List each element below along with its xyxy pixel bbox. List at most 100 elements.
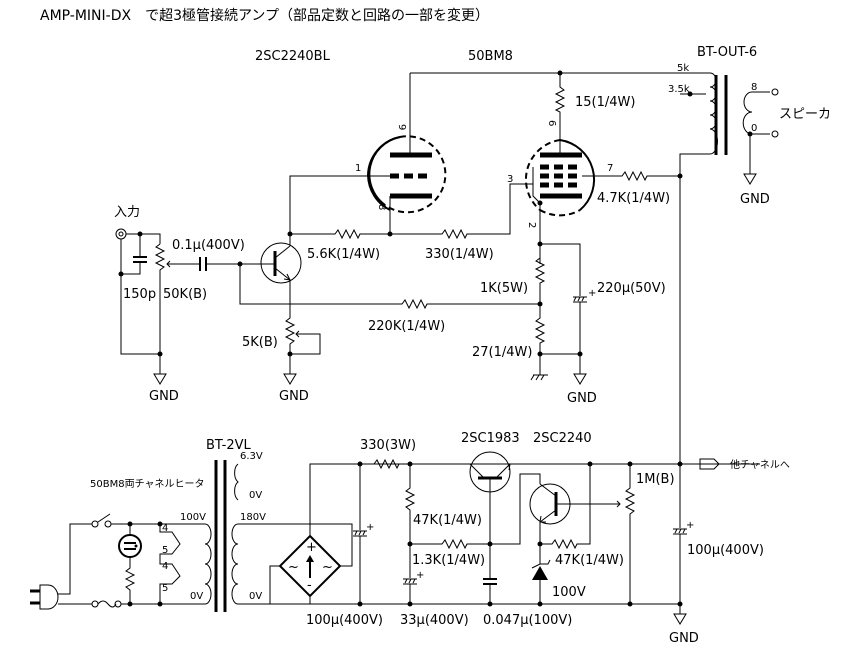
svg-text:~: ~ <box>288 560 299 575</box>
svg-text:+: + <box>306 540 317 555</box>
resistor-cathode-label: 1K(5W) <box>480 281 528 296</box>
pt-tap-0v-heater: 0V <box>249 490 262 501</box>
gnd-label-cathode: GND <box>567 391 597 406</box>
ac-plug <box>30 523 92 610</box>
transistor-label: 2SC2240BL <box>255 49 331 64</box>
resistor-g2-label: 4.7K(1/4W) <box>597 191 670 206</box>
transistor-pass-label: 2SC1983 <box>461 431 520 446</box>
diagram-title: AMP-MINI-DX で超3極管接続アンプ（部品定数と回路の一部を変更） <box>40 7 489 24</box>
svg-text:-: - <box>307 578 312 593</box>
resistor-collector-5k6 <box>287 228 393 240</box>
resistor-plate-15-label: 15(1/4W) <box>575 95 635 110</box>
resistor-drop-330 <box>373 458 400 470</box>
resistor-cathode-1k <box>534 241 546 304</box>
pentode-tube <box>524 139 596 264</box>
capacitor-33u-label: 33μ(400V) <box>400 613 469 628</box>
pin-2: 2 <box>526 222 537 228</box>
input-jack[interactable] <box>115 228 127 240</box>
capacitor-shunt-label: 150p <box>123 287 156 302</box>
resistor-collector-label: 5.6K(1/4W) <box>307 247 380 262</box>
resistor-grid-330 <box>390 183 533 240</box>
resistor-plate-15 <box>554 73 566 140</box>
heater-pin-4a: 4 <box>162 523 168 534</box>
input-wiring <box>118 231 161 355</box>
resistor-bias-1k3-label: 1.3K(1/4W) <box>412 553 485 568</box>
power-switch[interactable] <box>91 513 160 528</box>
heater-wiring <box>157 521 205 607</box>
svg-text:+: + <box>588 288 596 299</box>
resistor-drop-label: 330(3W) <box>360 438 416 453</box>
svg-text:+: + <box>366 522 374 533</box>
power-transformer-label: BT-2VL <box>206 438 252 453</box>
opt-tap-8: 8 <box>751 82 757 93</box>
heater-note: 50BM8両チャネルヒータ <box>90 478 204 490</box>
pt-tap-100v: 100V <box>180 512 206 523</box>
resistor-bias-47k-label: 47K(1/4W) <box>413 513 482 528</box>
pin-9: 9 <box>396 124 407 130</box>
heater-pin-5b: 5 <box>162 583 168 594</box>
gnd-label-emitter: GND <box>279 389 309 404</box>
gnd-label-power: GND <box>669 631 699 646</box>
transistor-input <box>237 234 302 314</box>
resistor-zener-label: 47K(1/4W) <box>555 553 624 568</box>
svg-text:+: + <box>416 570 424 581</box>
capacitor-output-100u: + <box>673 420 694 625</box>
pin-3: 3 <box>507 174 513 185</box>
transistor-pass <box>469 451 511 607</box>
gnd-label-speaker: GND <box>740 192 770 207</box>
output-transformer-label: BT-OUT-6 <box>697 45 757 60</box>
svg-text:+: + <box>686 520 694 531</box>
resistor-g2-4k7 <box>582 170 683 182</box>
tube-label: 50BM8 <box>468 49 513 64</box>
resistor-cathode-27 <box>530 301 548 381</box>
capacitor-output-label: 100μ(400V) <box>687 543 764 558</box>
zener-diode <box>531 541 551 607</box>
grid-wire <box>289 175 390 234</box>
resistor-bias-47k <box>404 461 416 547</box>
vr-adjust-label: 1M(B) <box>636 472 675 487</box>
zener-label: 100V <box>552 585 586 600</box>
pin-6: 6 <box>546 120 557 126</box>
pt-tap-0v-primary: 0V <box>190 591 203 602</box>
heater-pin-5a: 5 <box>162 545 168 556</box>
vr-emitter-5k <box>283 314 321 385</box>
pt-tap-6v3: 6.3V <box>240 451 263 462</box>
power-transformer <box>204 460 310 612</box>
pin-7: 7 <box>607 163 613 174</box>
gnd-label-input: GND <box>149 389 179 404</box>
opt-tap-3k5: 3.5k <box>668 84 690 95</box>
speaker-label: スピーカ <box>779 107 831 122</box>
resistor-zener-47k <box>540 461 593 550</box>
output-transformer <box>679 72 779 420</box>
resistor-bias-1k3 <box>410 538 493 550</box>
resistor-feedback-label: 220K(1/4W) <box>368 319 445 334</box>
capacitor-filter-100u: + <box>353 461 374 607</box>
capacitor-33u: + <box>403 544 424 607</box>
opt-tap-0: 0 <box>751 123 757 134</box>
heater-pin-4b: 4 <box>162 561 168 572</box>
vr-emitter-label: 5K(B) <box>242 335 278 350</box>
vr-adjust-1m <box>624 461 636 607</box>
resistor-cathode2-label: 27(1/4W) <box>472 345 532 360</box>
resistor-feedback-220k <box>239 264 540 310</box>
triode-tube <box>367 135 447 234</box>
capacitor-input-label: 0.1μ(400V) <box>172 238 245 253</box>
resistor-grid-label: 330(1/4W) <box>425 247 494 262</box>
fuse <box>91 600 160 608</box>
capacitor-filter-100u-label: 100μ(400V) <box>306 613 383 628</box>
vr-volume-label: 50K(B) <box>163 287 207 302</box>
vr-volume-50k <box>153 243 200 385</box>
opt-tap-5k: 5k <box>677 63 689 74</box>
other-channel-connector <box>680 458 720 470</box>
svg-text:~: ~ <box>322 560 333 575</box>
pt-tap-0v-secondary: 0V <box>249 591 262 602</box>
neon-indicator <box>118 521 142 607</box>
input-label: 入力 <box>114 205 140 220</box>
pt-tap-180v: 180V <box>240 512 266 523</box>
bridge-rectifier: ~ ~ + - <box>269 463 760 605</box>
transistor-error <box>490 473 621 545</box>
capacitor-cathode-220u: + <box>540 243 596 385</box>
other-channel-label: 他チャネルへ <box>730 458 790 471</box>
capacitor-small-label: 0.047μ(100V) <box>483 613 572 628</box>
